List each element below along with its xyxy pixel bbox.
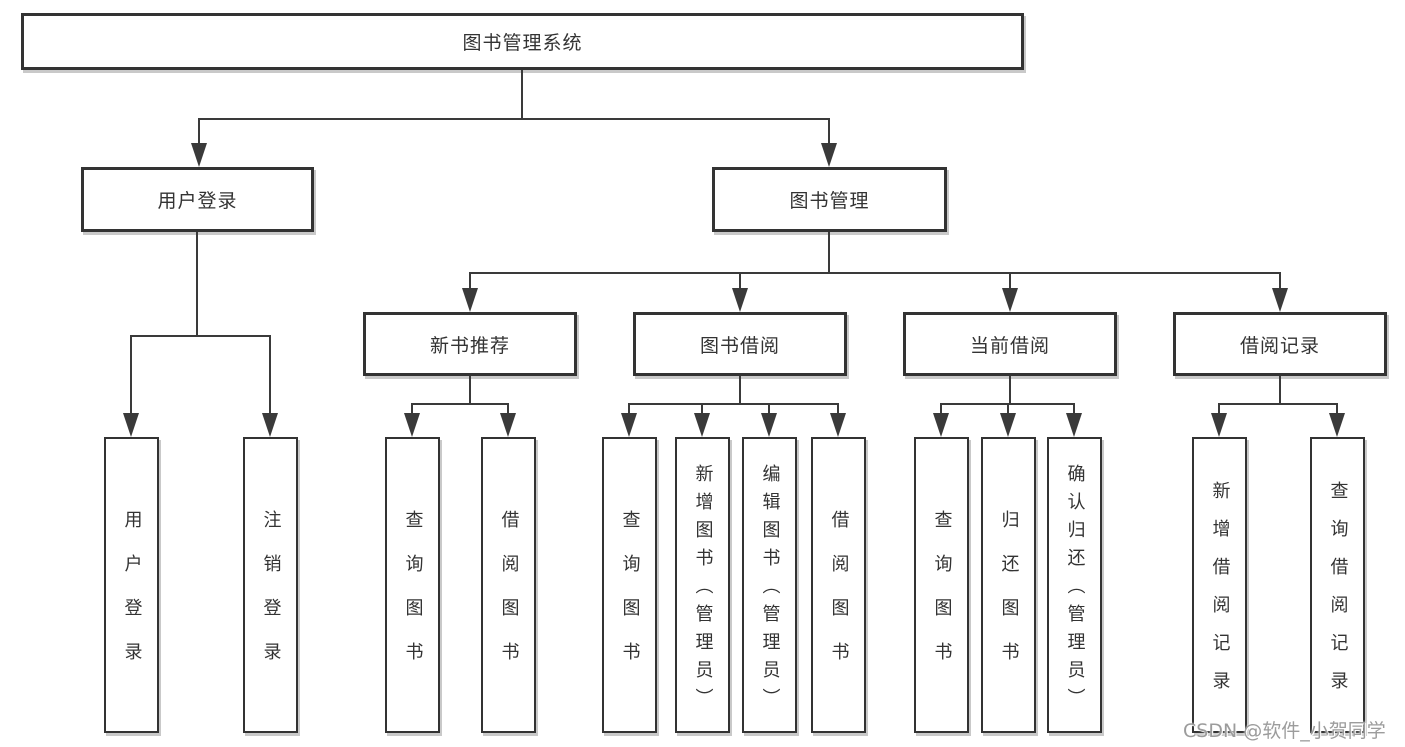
leaf-query-borrow-record: 查询借阅记录 (1310, 437, 1365, 733)
arrow-down-icon (830, 413, 846, 437)
connector-line (628, 403, 839, 405)
connector-line (469, 272, 1281, 274)
node-label: 图书管理系统 (462, 32, 583, 54)
connector-line (828, 118, 830, 146)
leaf-query-books-current: 查询图书 (914, 437, 969, 733)
arrow-down-icon (404, 413, 420, 437)
arrow-down-icon (1000, 413, 1016, 437)
connector-line (196, 232, 198, 337)
leaf-edit-book-admin: 编辑图书（管理员） (742, 437, 797, 733)
node-label: 新增图书（管理员） (692, 464, 714, 716)
leaf-confirm-return-admin: 确认归还（管理员） (1047, 437, 1102, 733)
connector-line (1009, 272, 1011, 290)
connector-line (1279, 272, 1281, 290)
connector-line (130, 335, 132, 413)
connector-line (1073, 403, 1075, 415)
arrow-down-icon (262, 413, 278, 437)
connector-line (1218, 403, 1338, 405)
node-label: 借阅图书 (828, 510, 850, 686)
node-label: 图书管理 (789, 190, 870, 212)
node-borrow-records: 借阅记录 (1173, 312, 1387, 376)
connector-line (1336, 403, 1338, 415)
arrow-down-icon (1066, 413, 1082, 437)
arrow-down-icon (821, 143, 837, 167)
node-label: 新书推荐 (429, 334, 510, 357)
leaf-query-books-recommend: 查询图书 (385, 437, 440, 733)
node-library-system: 图书管理系统 (21, 13, 1024, 70)
node-book-management: 图书管理 (712, 167, 947, 232)
connector-line (768, 403, 770, 415)
node-label: 图书借阅 (699, 334, 780, 357)
node-new-book-recommend: 新书推荐 (363, 312, 577, 376)
connector-line (469, 272, 471, 290)
node-label: 注销登录 (260, 510, 282, 686)
connector-line (269, 335, 271, 413)
arrow-down-icon (761, 413, 777, 437)
node-label: 借阅记录 (1239, 334, 1320, 357)
connector-line (1009, 376, 1011, 405)
leaf-borrow-books-recommend: 借阅图书 (481, 437, 536, 733)
node-label: 用户登录 (157, 190, 238, 212)
arrow-down-icon (1002, 288, 1018, 312)
node-label: 查询借阅记录 (1327, 481, 1349, 709)
connector-line (1007, 403, 1009, 415)
node-label: 新增借阅记录 (1209, 481, 1231, 709)
node-current-borrow: 当前借阅 (903, 312, 1117, 376)
connector-line (628, 403, 630, 415)
leaf-add-book-admin: 新增图书（管理员） (675, 437, 730, 733)
watermark-text: CSDN @软件_小贺同学 (1183, 720, 1386, 742)
connector-line (198, 118, 200, 146)
connector-line (507, 403, 509, 415)
arrow-down-icon (462, 288, 478, 312)
connector-line (469, 376, 471, 405)
arrow-down-icon (621, 413, 637, 437)
connector-line (1218, 403, 1220, 415)
connector-line (837, 403, 839, 415)
leaf-query-books-borrow: 查询图书 (602, 437, 657, 733)
connector-line (940, 403, 942, 415)
connector-line (701, 403, 703, 415)
connector-line (411, 403, 413, 415)
connector-line (130, 335, 271, 337)
node-book-borrow: 图书借阅 (633, 312, 847, 376)
arrow-down-icon (1211, 413, 1227, 437)
leaf-user-login: 用户登录 (104, 437, 159, 733)
arrow-down-icon (1272, 288, 1288, 312)
node-label: 查询图书 (619, 510, 641, 686)
connector-line (739, 376, 741, 405)
node-user-login: 用户登录 (81, 167, 314, 232)
connector-line (198, 118, 830, 120)
node-label: 当前借阅 (969, 334, 1050, 357)
arrow-down-icon (500, 413, 516, 437)
connector-line (411, 403, 509, 405)
node-label: 用户登录 (121, 510, 143, 686)
connector-line (739, 272, 741, 290)
arrow-down-icon (933, 413, 949, 437)
connector-line (828, 232, 830, 274)
node-label: 确认归还（管理员） (1064, 464, 1086, 716)
node-label: 借阅图书 (498, 510, 520, 686)
arrow-down-icon (123, 413, 139, 437)
leaf-return-book: 归还图书 (981, 437, 1036, 733)
arrow-down-icon (1329, 413, 1345, 437)
node-label: 查询图书 (402, 510, 424, 686)
arrow-down-icon (191, 143, 207, 167)
arrow-down-icon (732, 288, 748, 312)
node-label: 归还图书 (998, 510, 1020, 686)
connector-line (1279, 376, 1281, 405)
node-label: 查询图书 (931, 510, 953, 686)
leaf-borrow-books: 借阅图书 (811, 437, 866, 733)
connector-line (521, 70, 523, 119)
leaf-logout: 注销登录 (243, 437, 298, 733)
arrow-down-icon (694, 413, 710, 437)
node-label: 编辑图书（管理员） (759, 464, 781, 716)
leaf-add-borrow-record: 新增借阅记录 (1192, 437, 1247, 733)
